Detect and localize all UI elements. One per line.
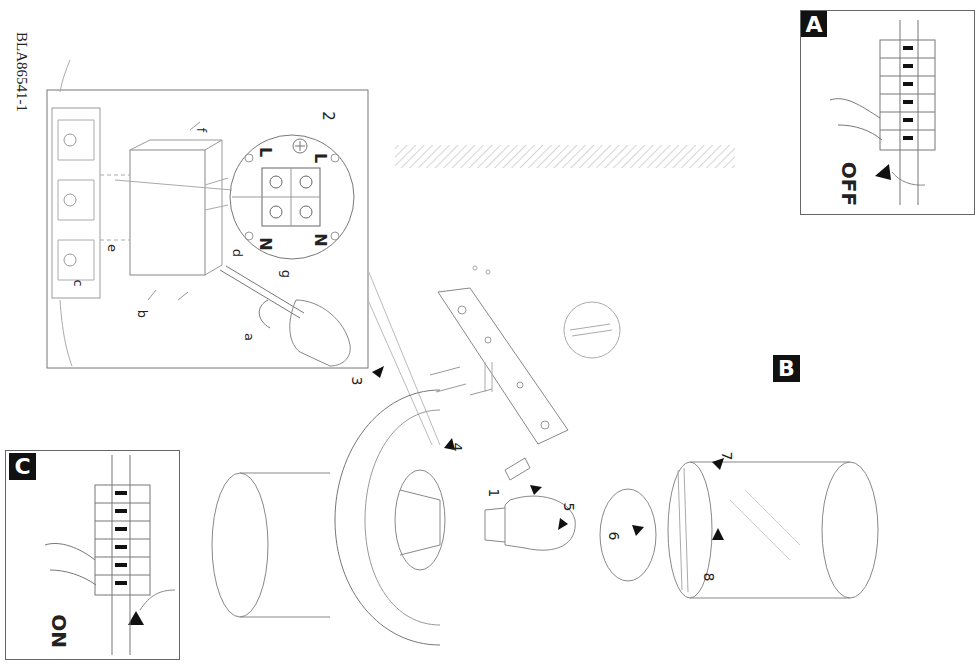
label-holder: 6 xyxy=(607,532,621,541)
label-holder: 1 xyxy=(487,489,501,498)
label-holder: N xyxy=(257,237,273,250)
step-badge: A xyxy=(801,11,827,37)
part-letter: f xyxy=(194,128,209,133)
label-holder: BLA86541-1 xyxy=(14,32,29,112)
callout-number: 4 xyxy=(449,443,465,452)
label-holder: 4 xyxy=(450,443,464,452)
state-holder: OFF xyxy=(839,162,859,206)
step-panel: OFF A xyxy=(800,10,975,215)
callout-number: 1 xyxy=(486,489,502,498)
model-number: BLA86541-1 xyxy=(14,32,30,112)
callout-number: 3 xyxy=(349,377,365,386)
part-letter: c xyxy=(71,279,86,286)
label-holder: e xyxy=(106,244,119,252)
switch-state: ON xyxy=(47,614,71,648)
state-holder: ON xyxy=(49,614,69,648)
terminal-name: L xyxy=(311,153,330,163)
terminal-name: L xyxy=(256,147,275,157)
callout-number: 2 xyxy=(319,111,337,121)
label-holder: L xyxy=(257,147,273,157)
step-panel: ON C xyxy=(5,450,180,660)
label-holder: 3 xyxy=(350,377,364,386)
callout-number: 8 xyxy=(701,573,717,582)
step-letter: A xyxy=(805,12,822,37)
label-holder: b xyxy=(136,310,149,318)
callout-number: 5 xyxy=(561,503,577,512)
step-letter: C xyxy=(14,454,30,479)
switch-state: OFF xyxy=(837,162,861,206)
label-holder: c xyxy=(72,279,85,286)
label-holder: 7 xyxy=(720,452,734,461)
label-holder: L xyxy=(312,153,328,163)
terminal-name: N xyxy=(256,237,275,250)
part-letter: b xyxy=(135,310,150,318)
label-holder: g xyxy=(280,270,293,278)
callout-number: 6 xyxy=(606,532,622,541)
label-holder: 5 xyxy=(562,503,576,512)
step-badge: B xyxy=(773,355,800,382)
step-letter: B xyxy=(778,356,795,381)
terminal-name: N xyxy=(311,233,330,246)
part-letter: g xyxy=(279,270,294,278)
part-letter: e xyxy=(105,244,120,252)
part-letter: d xyxy=(230,249,245,257)
label-holder: 8 xyxy=(702,573,716,582)
label-holder: d xyxy=(231,249,244,257)
label-holder: f xyxy=(195,128,208,133)
callout-number: 7 xyxy=(719,452,735,461)
step-badge: C xyxy=(9,453,36,480)
part-letter: a xyxy=(242,333,257,341)
label-holder: a xyxy=(243,333,256,341)
label-holder: 2 xyxy=(320,111,335,121)
label-holder: N xyxy=(312,233,328,246)
